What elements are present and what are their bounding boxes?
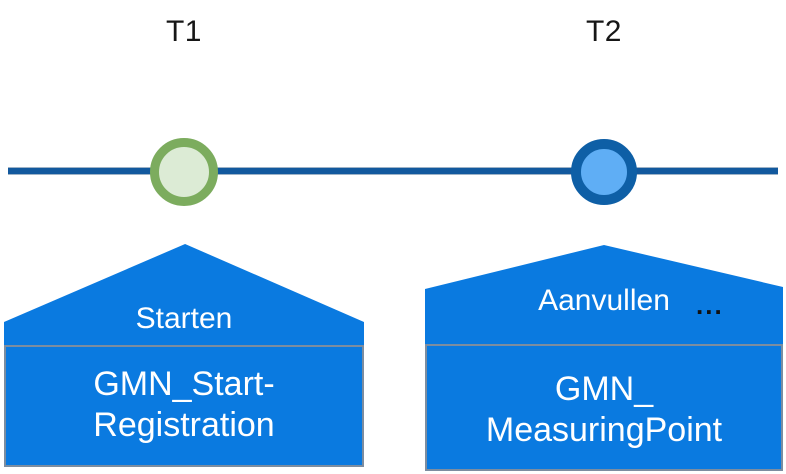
- event-header-t1[interactable]: Starten: [4, 244, 364, 346]
- timeline-axis: [8, 167, 778, 175]
- timeline-marker-t2[interactable]: [571, 139, 637, 205]
- event-action-label-t2: Aanvullen: [538, 284, 670, 317]
- event-header-t2[interactable]: Aanvullen ...: [425, 245, 783, 345]
- event-message-name-t1: GMN_Start- Registration: [93, 365, 275, 444]
- event-node-t2[interactable]: GMN_ MeasuringPoint: [425, 344, 783, 471]
- tick-label-t2: T2: [585, 15, 622, 48]
- event-action-label-t1: Starten: [135, 302, 233, 335]
- event-node-t1[interactable]: GMN_Start- Registration: [4, 345, 364, 467]
- event-ellipsis-t2: ...: [696, 290, 724, 320]
- event-message-name-t2: GMN_ MeasuringPoint: [485, 369, 723, 449]
- tick-label-t1: T1: [165, 15, 202, 48]
- timeline-marker-t1[interactable]: [150, 138, 218, 206]
